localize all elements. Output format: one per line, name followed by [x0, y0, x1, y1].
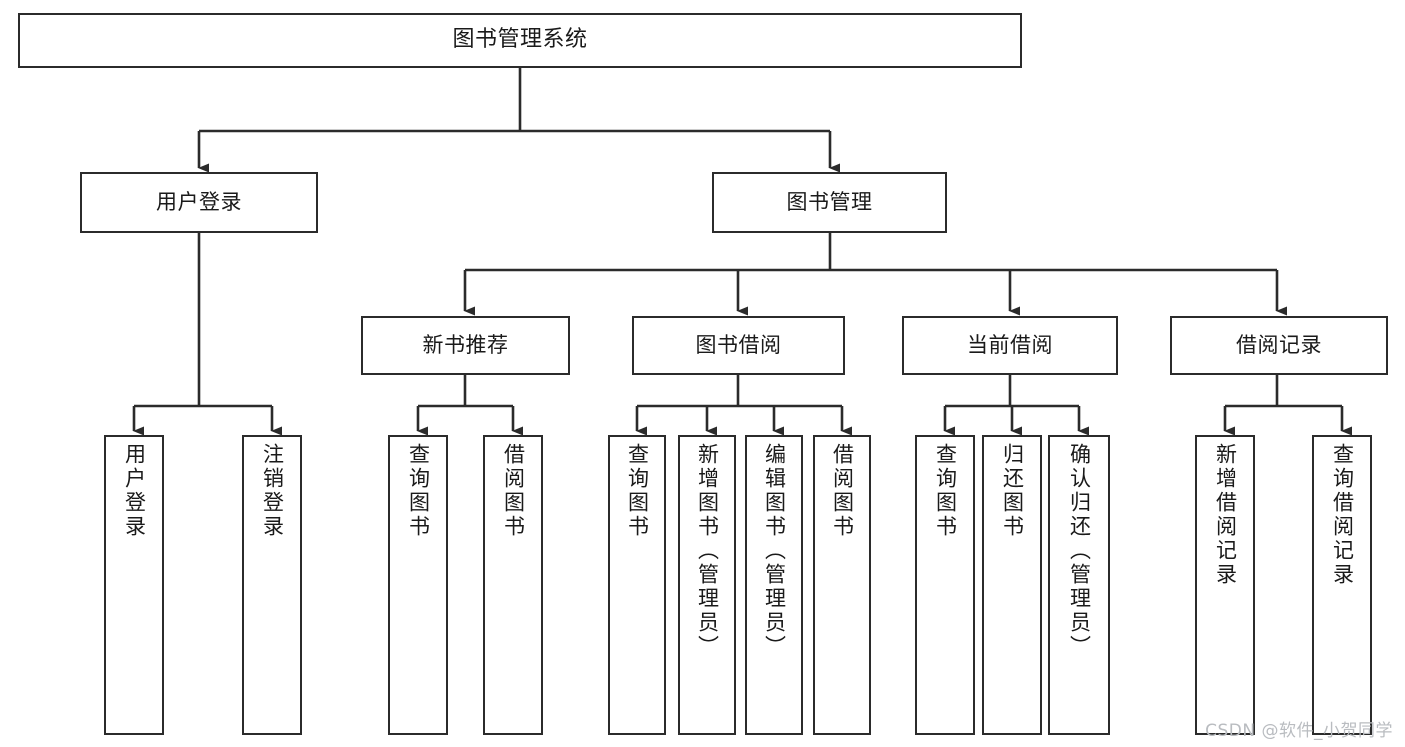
node-leaf-confirm-return-label: 确认归还（管理员）	[1067, 443, 1092, 659]
node-leaf-borrow-book-label: 借阅图书	[830, 443, 855, 539]
node-leaf-query-book-rec-label: 查询图书	[406, 443, 431, 539]
node-leaf-return-book-label: 归还图书	[1000, 443, 1025, 539]
node-leaf-logout[interactable]: 注销登录	[242, 435, 302, 735]
node-borrow-record[interactable]: 借阅记录	[1170, 316, 1388, 375]
node-leaf-query-record-label: 查询借阅记录	[1330, 443, 1355, 587]
node-book-management[interactable]: 图书管理	[712, 172, 947, 233]
node-leaf-add-book-label: 新增图书（管理员）	[695, 443, 720, 659]
node-borrow-record-label: 借阅记录	[1236, 332, 1322, 357]
node-root-label: 图书管理系统	[452, 27, 588, 53]
node-current-borrow[interactable]: 当前借阅	[902, 316, 1118, 375]
node-current-borrow-label: 当前借阅	[967, 332, 1053, 357]
node-leaf-borrow-book-rec[interactable]: 借阅图书	[483, 435, 543, 735]
node-root[interactable]: 图书管理系统	[18, 13, 1022, 68]
node-leaf-user-login[interactable]: 用户登录	[104, 435, 164, 735]
node-book-borrow[interactable]: 图书借阅	[632, 316, 845, 375]
node-leaf-query-record[interactable]: 查询借阅记录	[1312, 435, 1372, 735]
node-leaf-edit-book-label: 编辑图书（管理员）	[762, 443, 787, 659]
node-leaf-confirm-return[interactable]: 确认归还（管理员）	[1048, 435, 1110, 735]
node-leaf-query-book-current[interactable]: 查询图书	[915, 435, 975, 735]
node-leaf-query-book-borrow-label: 查询图书	[625, 443, 650, 539]
node-leaf-add-record-label: 新增借阅记录	[1213, 443, 1238, 587]
node-leaf-query-book-rec[interactable]: 查询图书	[388, 435, 448, 735]
node-new-book-recommend[interactable]: 新书推荐	[361, 316, 570, 375]
node-leaf-logout-label: 注销登录	[260, 443, 285, 539]
node-user-login[interactable]: 用户登录	[80, 172, 318, 233]
node-book-borrow-label: 图书借阅	[695, 332, 782, 357]
node-leaf-add-record[interactable]: 新增借阅记录	[1195, 435, 1255, 735]
node-user-login-label: 用户登录	[156, 189, 242, 214]
node-new-book-recommend-label: 新书推荐	[422, 332, 509, 357]
node-leaf-add-book[interactable]: 新增图书（管理员）	[678, 435, 736, 735]
node-leaf-borrow-book[interactable]: 借阅图书	[813, 435, 871, 735]
node-leaf-user-login-label: 用户登录	[122, 443, 147, 539]
node-leaf-edit-book[interactable]: 编辑图书（管理员）	[745, 435, 803, 735]
node-leaf-borrow-book-rec-label: 借阅图书	[501, 443, 526, 539]
node-leaf-query-book-borrow[interactable]: 查询图书	[608, 435, 666, 735]
node-leaf-return-book[interactable]: 归还图书	[982, 435, 1042, 735]
node-leaf-query-book-current-label: 查询图书	[933, 443, 958, 539]
node-book-management-label: 图书管理	[786, 189, 873, 214]
